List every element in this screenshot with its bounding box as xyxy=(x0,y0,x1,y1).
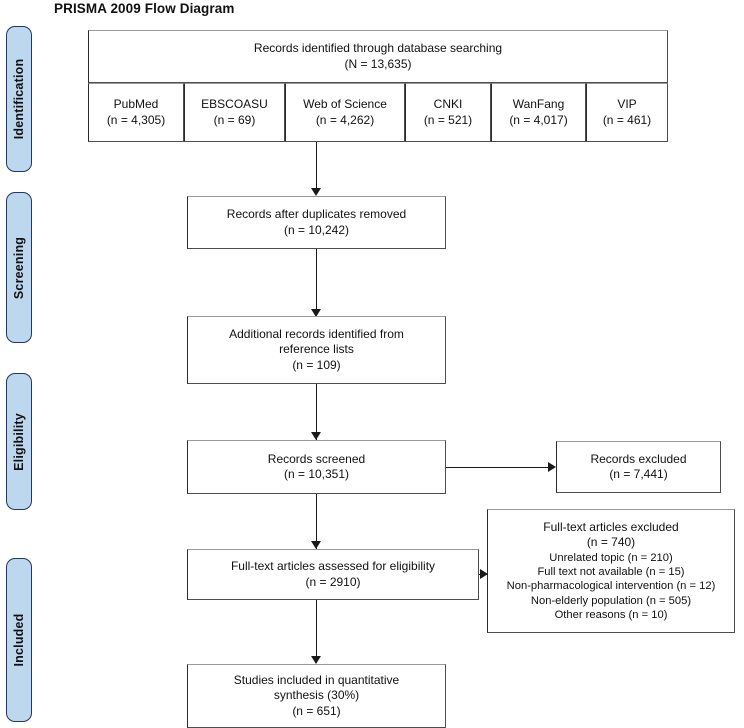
connector-fulltext-to-included xyxy=(316,600,317,663)
source-count: (n = 461) xyxy=(602,112,652,127)
box-studies-included-label-2: synthesis (30%) xyxy=(273,688,360,703)
box-duplicates-removed-label: Records after duplicates removed xyxy=(226,207,407,222)
arrow-screened-to-excluded xyxy=(548,462,556,472)
arrow-identification-to-duplicates xyxy=(311,188,321,196)
box-records-excluded: Records excluded (n = 7,441) xyxy=(556,441,721,493)
source-name: PubMed xyxy=(113,97,159,112)
box-fulltext-excluded-label: Full-text articles excluded xyxy=(543,519,679,534)
source-box-web-of-science: Web of Science (n = 4,262) xyxy=(285,83,405,142)
arrow-fulltext-to-included xyxy=(311,656,321,664)
box-database-search-label: Records identified through database sear… xyxy=(253,41,503,56)
stage-label-eligibility: Eligibility xyxy=(12,412,26,471)
stage-pill-eligibility: Eligibility xyxy=(6,373,32,510)
arrow-fulltext-to-excluded xyxy=(480,569,488,579)
box-fulltext-excluded-count: (n = 740) xyxy=(586,535,636,550)
box-fulltext-assessed-count: (n = 2910) xyxy=(305,574,361,589)
source-count: (n = 69) xyxy=(213,112,256,127)
arrow-screened-to-fulltext xyxy=(311,541,321,549)
exclusion-reason-unrelated-topic: Unrelated topic (n = 210) xyxy=(549,551,673,564)
exclusion-reason-non-pharmacological-intervention: Non-pharmacological intervention (n = 12… xyxy=(506,580,716,593)
box-records-screened-count: (n = 10,351) xyxy=(283,467,350,481)
source-box-vip: VIP (n = 461) xyxy=(586,83,668,142)
exclusion-reason-full-text-not-available: Full text not available (n = 15) xyxy=(537,565,685,578)
connector-identification-to-duplicates xyxy=(316,142,317,192)
connector-duplicates-to-additional xyxy=(316,249,317,316)
source-name: WanFang xyxy=(512,97,565,112)
box-additional-records: Additional records identified from refer… xyxy=(187,316,446,384)
source-count: (n = 4,305) xyxy=(106,112,166,127)
box-studies-included-count: (n = 651) xyxy=(292,703,341,718)
source-box-ebscoasu: EBSCOASU (n = 69) xyxy=(184,83,285,142)
box-fulltext-assessed: Full-text articles assessed for eligibil… xyxy=(187,549,479,600)
box-fulltext-assessed-label: Full-text articles assessed for eligibil… xyxy=(230,559,436,574)
stage-label-identification: Identification xyxy=(12,58,26,140)
box-database-search-count: (N = 13,635) xyxy=(344,56,412,71)
box-duplicates-removed-count: (n = 10,242) xyxy=(283,222,350,237)
connector-additional-to-screened xyxy=(316,384,317,440)
source-box-cnki: CNKI (n = 521) xyxy=(405,83,491,142)
source-name: CNKI xyxy=(433,97,463,112)
box-studies-included: Studies included in quantitative synthes… xyxy=(187,664,446,728)
box-records-screened-label: Records screened xyxy=(267,451,366,466)
box-duplicates-removed: Records after duplicates removed (n = 10… xyxy=(187,196,446,249)
stage-pill-included: Included xyxy=(6,558,32,722)
box-records-excluded-count: (n = 7,441) xyxy=(609,467,668,481)
connector-screened-to-excluded xyxy=(446,467,550,468)
source-name: EBSCOASU xyxy=(201,97,268,112)
box-additional-records-label-1: Additional records identified from xyxy=(229,326,404,341)
box-fulltext-excluded: Full-text articles excluded (n = 740) Un… xyxy=(487,509,735,633)
box-database-search: Records identified through database sear… xyxy=(88,30,668,83)
stage-label-screening: Screening xyxy=(12,236,26,299)
box-records-excluded-label: Records excluded xyxy=(590,451,687,466)
source-count: (n = 4,262) xyxy=(315,112,375,127)
source-count: (n = 521) xyxy=(423,112,473,127)
box-additional-records-count: (n = 109) xyxy=(292,357,341,372)
source-name: VIP xyxy=(617,97,637,112)
box-records-screened: Records screened (n = 10,351) xyxy=(187,440,446,494)
stage-pill-screening: Screening xyxy=(6,192,32,343)
source-count: (n = 4,017) xyxy=(509,112,568,127)
box-additional-records-label-2: reference lists xyxy=(279,342,354,357)
stage-label-included: Included xyxy=(12,613,26,667)
source-box-wanfang: WanFang (n = 4,017) xyxy=(491,83,586,142)
exclusion-reason-other-reasons: Other reasons (n = 10) xyxy=(554,608,668,621)
box-studies-included-label-1: Studies included in quantitative xyxy=(233,672,400,687)
exclusion-reason-non-elderly-population: Non-elderly population (n = 505) xyxy=(530,594,692,607)
source-name: Web of Science xyxy=(303,97,387,112)
page-title: PRISMA 2009 Flow Diagram xyxy=(54,1,235,16)
arrow-duplicates-to-additional xyxy=(311,309,321,317)
source-box-pubmed: PubMed (n = 4,305) xyxy=(88,83,184,142)
connector-screened-to-fulltext xyxy=(316,494,317,549)
identification-group: Records identified through database sear… xyxy=(88,30,668,142)
arrow-additional-to-screened xyxy=(311,432,321,440)
stage-pill-identification: Identification xyxy=(6,26,32,172)
